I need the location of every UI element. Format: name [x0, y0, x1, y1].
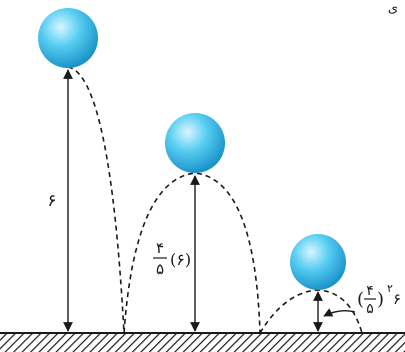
- height-label-2: ۴ ۵ (۶): [153, 239, 191, 278]
- trajectory-bounce-1: [67, 66, 125, 334]
- ball-1: [38, 8, 98, 68]
- height-label-2-numerator: ۴: [156, 239, 164, 257]
- ground: [0, 332, 405, 352]
- height-label-1: ۶: [47, 191, 56, 211]
- height-label-3-denominator: ۵: [366, 301, 374, 317]
- height-label-3-close-paren: ): [377, 289, 384, 310]
- height-label-3-open-paren: (: [357, 289, 364, 310]
- height-label-2-denominator: ۵: [156, 260, 164, 278]
- ball-2: [165, 113, 225, 173]
- height-label-2-factor: (۶): [170, 250, 191, 269]
- height-label-3-pointer: [323, 308, 356, 317]
- height-label-3-factor: ۶: [393, 290, 401, 308]
- ball-3: [290, 234, 346, 290]
- corner-mark: ی: [388, 1, 398, 16]
- height-label-3-exponent: ۲: [387, 282, 393, 295]
- ground-hatch: [0, 333, 405, 352]
- trajectory-bounce-3: [259, 289, 363, 334]
- trajectory-bounce-2: [123, 172, 261, 334]
- height-label-3-numerator: ۴: [366, 283, 374, 299]
- balls: [38, 8, 346, 290]
- height-label-3: ( ۴ ۵ ) ۲ ۶: [323, 282, 401, 317]
- height-arrows: [63, 69, 323, 332]
